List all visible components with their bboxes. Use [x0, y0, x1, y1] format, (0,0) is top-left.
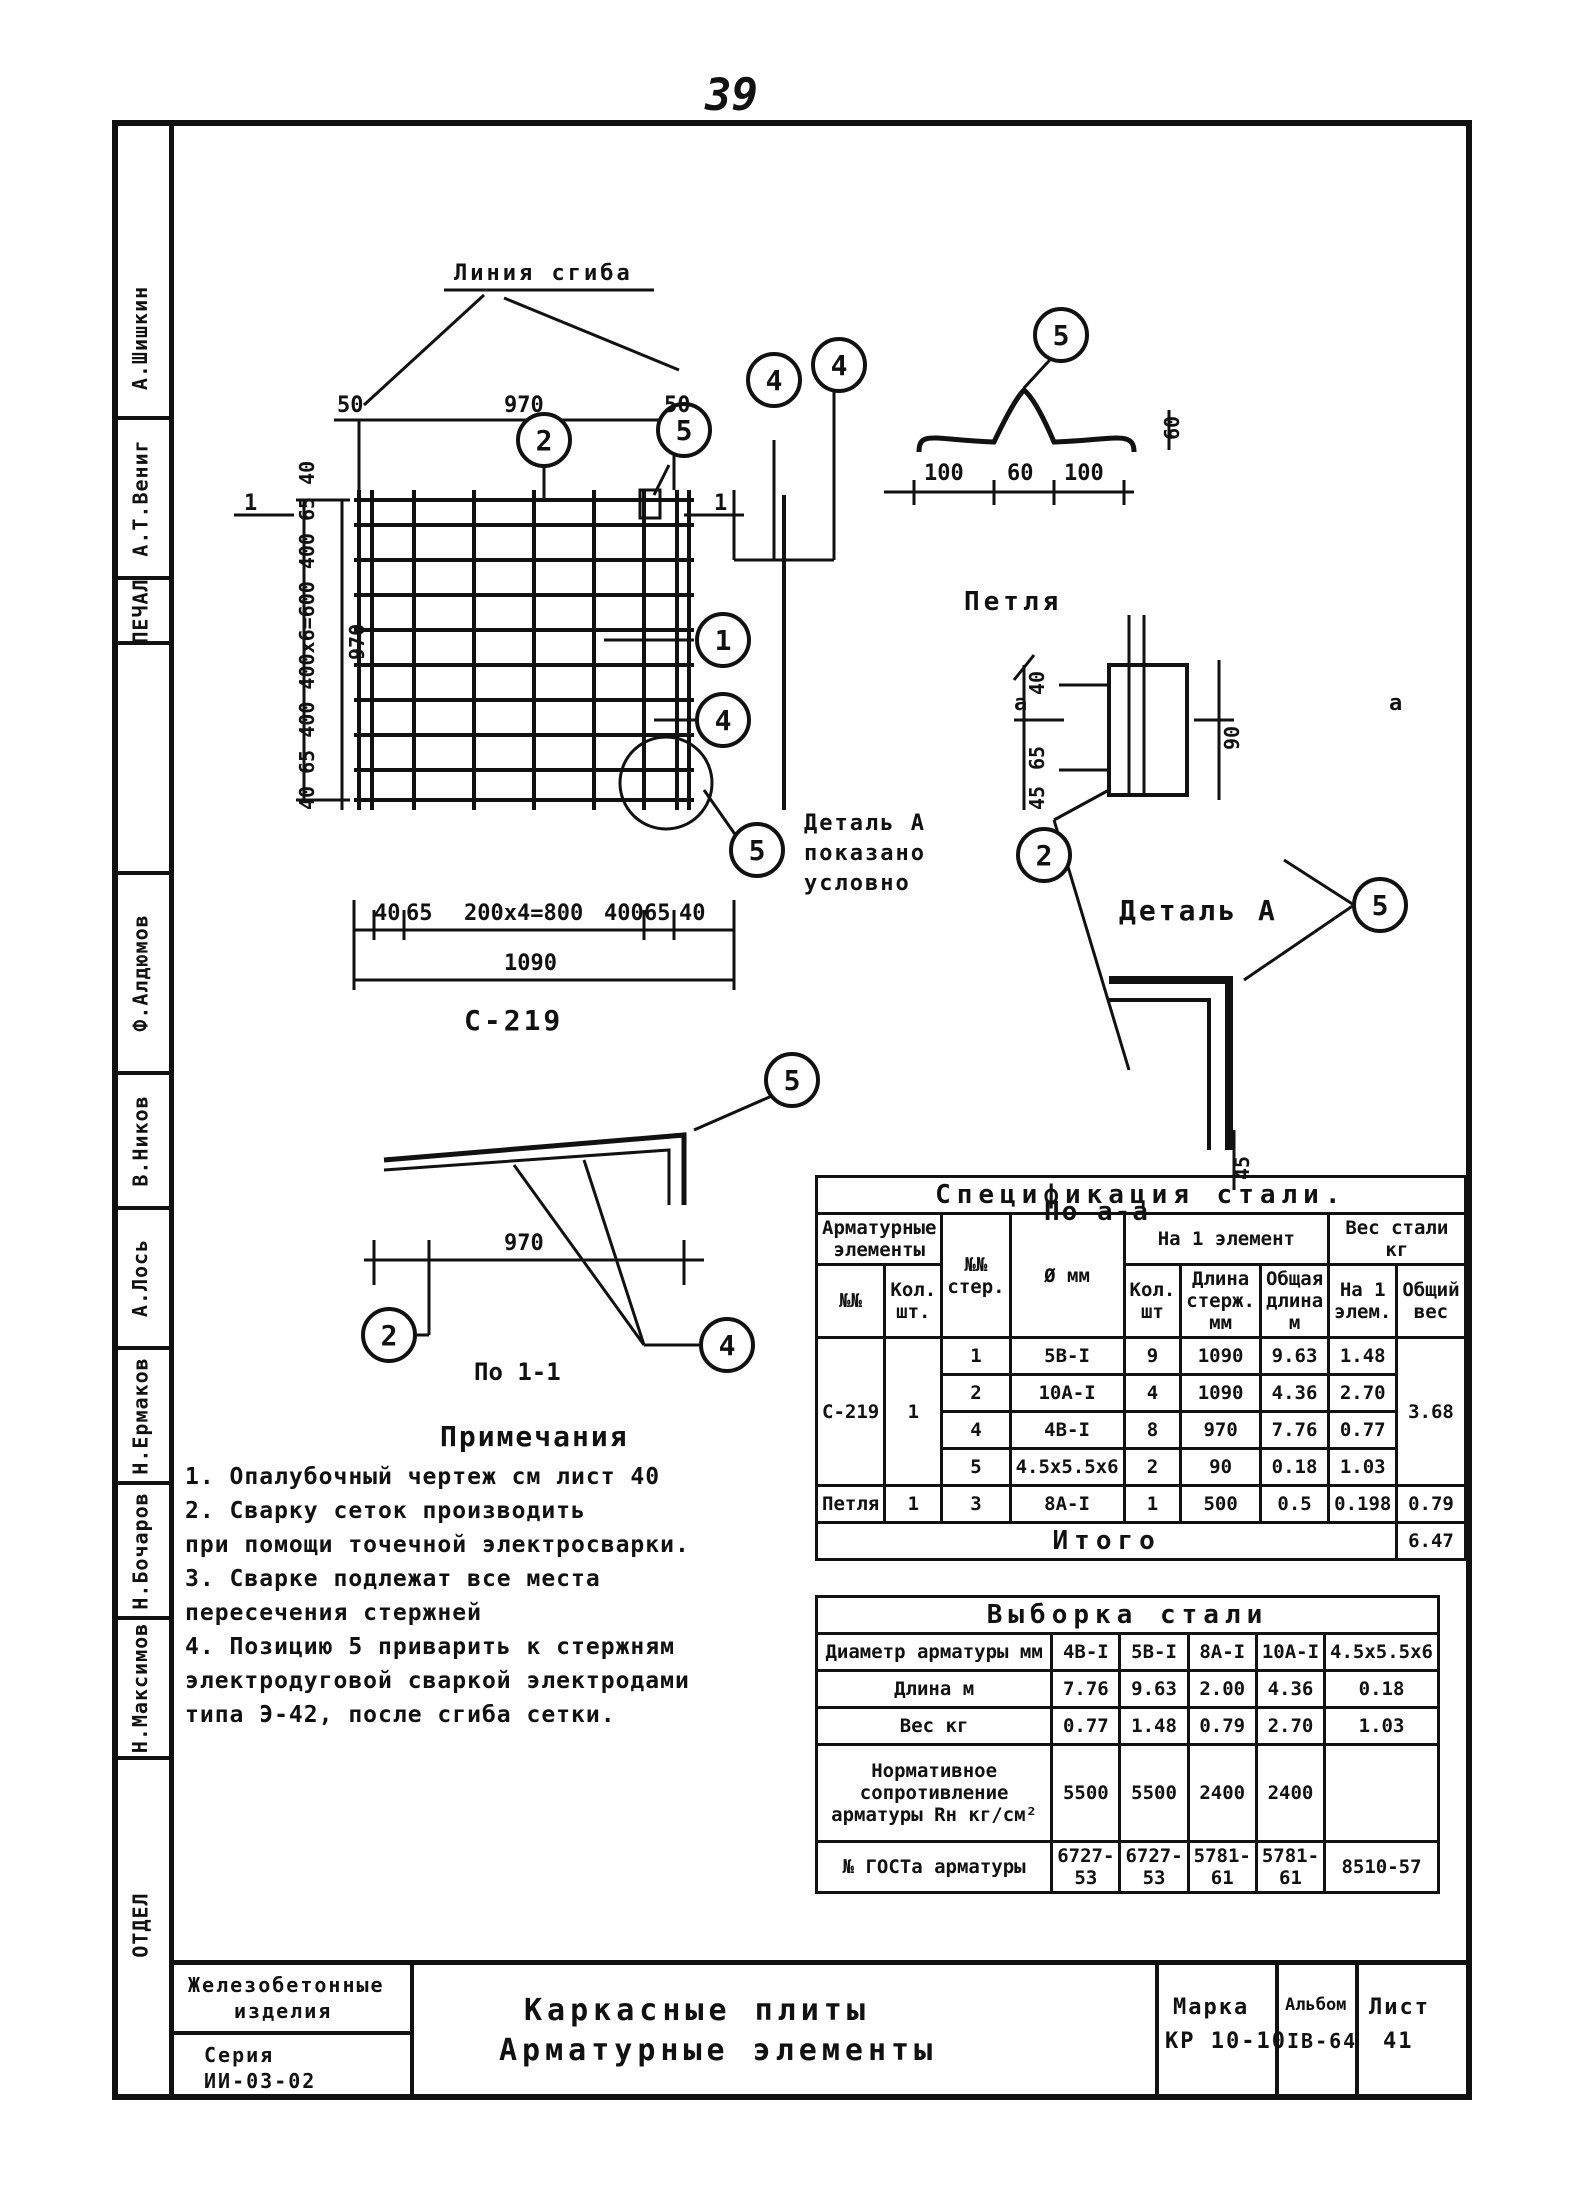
tb-mark: Марка КР 10-10: [1159, 1965, 1285, 2100]
detail-dim-left-1: 65: [1025, 746, 1049, 770]
section-caption: По 1-1: [474, 1358, 561, 1386]
strip-cell: ПЕЧАЛ: [112, 578, 169, 645]
callout-5: 5: [676, 414, 693, 447]
callout-2c: 2: [381, 1319, 398, 1352]
dim-total: 1090: [504, 951, 557, 976]
dim-bottom-3: 200х4=800: [464, 901, 583, 926]
strip-cell: Н.Бочаров: [112, 1485, 169, 1620]
callout-5c: 5: [749, 834, 766, 867]
strip-cell: А.Шишкин: [112, 260, 169, 420]
detail-dim-left-2: 40: [1025, 671, 1049, 695]
callout-5d: 5: [1372, 889, 1389, 922]
signature-strip: А.Шишкин А.Т.Вениг ПЕЧАЛ Ф.Алдюмов В.Ник…: [112, 120, 174, 2100]
section-dim: 970: [504, 1231, 544, 1256]
callout-4b: 4: [831, 349, 848, 382]
detail-dim-right: 90: [1220, 726, 1244, 750]
callout-4: 4: [766, 364, 783, 397]
detail-note-2: показано: [804, 841, 926, 866]
cut-line-label: Линия сгиба: [454, 261, 633, 286]
callout-4d: 4: [719, 1329, 736, 1362]
dim-top-left: 50: [337, 393, 364, 418]
notes-block: 1. Опалубочный чертеж см лист 40 2. Свар…: [185, 1464, 690, 1728]
dim-bottom-1: 40: [374, 901, 401, 926]
dim-bottom-4: 400: [604, 901, 644, 926]
page-number: 39: [705, 70, 758, 121]
strip-cell: А.Т.Вениг: [112, 420, 169, 580]
callout-1: 1: [715, 624, 732, 657]
mesh-grid: [354, 490, 694, 810]
callout-2b: 2: [1036, 839, 1053, 872]
loop-height: 60: [1160, 416, 1184, 440]
section-mark-left: 1: [244, 491, 257, 516]
dim-top-mid: 970: [504, 393, 544, 418]
tb-title: Каркасные плиты Арматурные элементы: [414, 1965, 1159, 2100]
loop-title: Петля: [964, 587, 1062, 617]
loop-dim-2: 60: [1007, 461, 1034, 486]
spec-table: Спецификация стали. Арматурные элементы …: [814, 1175, 1467, 1561]
drawing-canvas: 2 5 4 4 5 1 4 5 2 5 5 2 4 Линия сгиба 50…: [234, 261, 1408, 1386]
tb-album: Альбом IВ-64: [1279, 1965, 1359, 2100]
section-mark-right: 1: [714, 491, 727, 516]
dim-left: 970: [345, 624, 369, 660]
loop-dim-1: 100: [924, 461, 964, 486]
strip-cell: Н.Максимов: [112, 1620, 169, 1760]
dim-bottom-6: 40: [679, 901, 706, 926]
title-block: Железобетонные изделия Серия ИИ-03-02 Ка…: [174, 1960, 1472, 2100]
section-a-left: а: [1014, 691, 1027, 716]
strip-cell: В.Ников: [112, 1075, 169, 1210]
drawing-frame: [112, 120, 1472, 2100]
notes-title: Примечания: [440, 1420, 629, 1453]
detail-note-3: условно: [804, 871, 911, 896]
strip-cell: [112, 645, 169, 875]
strip-cell: ОТДЕЛ: [128, 1892, 153, 1958]
tb-sheet: Лист 41: [1369, 1995, 1430, 2054]
loop-dim-3: 100: [1064, 461, 1104, 486]
section-a-right: а: [1389, 691, 1402, 716]
detail-note-1: Деталь А: [804, 811, 926, 836]
dim-bottom-5: 65: [644, 901, 671, 926]
callout-4c: 4: [715, 704, 732, 737]
callout-5e: 5: [784, 1064, 801, 1097]
callout-5b: 5: [1053, 319, 1070, 352]
detail-a-title: Деталь А: [1119, 894, 1278, 927]
mesh-name: С-219: [464, 1004, 563, 1037]
dim-bottom-2: 65: [406, 901, 433, 926]
tb-org: Железобетонные изделия Серия ИИ-03-02: [174, 1965, 414, 2100]
dim-top-right: 50: [664, 393, 691, 418]
detail-dim-left-3: 45: [1025, 786, 1049, 810]
dim-left-detail: 40 65 400 400х6=600 400 65 40: [295, 461, 319, 810]
strip-cell: А.Лось: [112, 1210, 169, 1350]
strip-cell: Ф.Алдюмов: [112, 875, 169, 1075]
callout-2: 2: [536, 424, 553, 457]
strip-cell: Н.Ермаков: [112, 1350, 169, 1485]
